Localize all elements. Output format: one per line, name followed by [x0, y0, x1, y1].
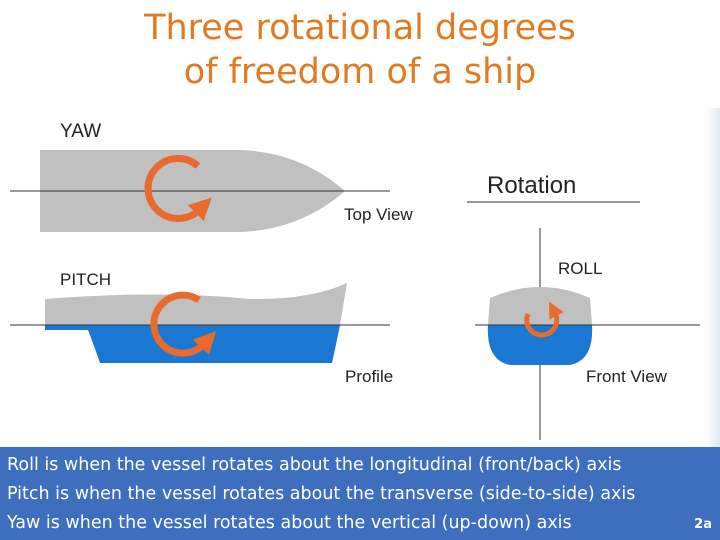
title-line-2: of freedom of a ship — [183, 52, 537, 92]
front-view-hull-below-water — [487, 325, 593, 365]
title-line-1: Three rotational degrees — [144, 8, 576, 48]
yaw-rotation-arrow-icon — [144, 154, 212, 222]
profile-hull-above-water — [45, 283, 347, 325]
caption-box: Roll is when the vessel rotates about th… — [0, 447, 720, 540]
roll-label: ROLL — [558, 259, 602, 278]
top-view-label: Top View — [344, 205, 413, 224]
slide-edge-shade — [706, 108, 720, 447]
yaw-label: YAW — [60, 121, 101, 142]
profile-hull-below-water — [45, 325, 340, 363]
pitch-label: PITCH — [60, 270, 111, 289]
ship-rotation-diagram: YAW Top View PITCH Profile Rotation ROLL… — [10, 121, 700, 440]
yaw-description: Yaw is when the vessel rotates about the… — [7, 513, 572, 533]
slide-number-badge: 2a — [694, 517, 712, 532]
roll-description: Roll is when the vessel rotates about th… — [7, 455, 622, 475]
front-view-hull-above-water — [488, 287, 592, 325]
rotation-heading: Rotation — [487, 172, 576, 199]
front-view-label: Front View — [586, 367, 668, 386]
pitch-description: Pitch is when the vessel rotates about t… — [7, 484, 636, 504]
roll-rotation-arrow-icon — [524, 301, 564, 338]
profile-label: Profile — [345, 367, 393, 386]
pitch-rotation-arrow-icon — [150, 291, 217, 357]
slide-title: Three rotational degrees of freedom of a… — [60, 6, 660, 94]
